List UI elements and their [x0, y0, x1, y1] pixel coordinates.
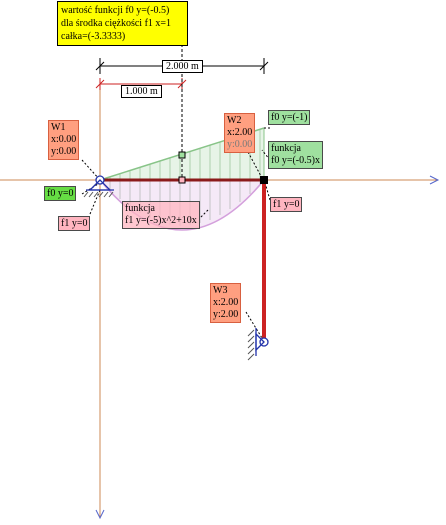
f0-centroid-marker[interactable] — [178, 151, 186, 159]
dimension-top-label: 2.000 m — [162, 60, 203, 73]
f1-function-expr: f1 y=(-5)x^2+10x — [125, 215, 197, 226]
info-line-centroid: dla środka ciężkości f1 x=1 — [61, 18, 172, 29]
f0-left-label: f0 y=0 — [44, 186, 77, 201]
node-w3-y: y:2.00 — [213, 309, 239, 320]
info-line-function-value: wartość funkcji f0 y=(-0.5) — [61, 5, 170, 16]
y-axis-arrow-icon — [95, 509, 105, 520]
joint-w2[interactable] — [260, 176, 268, 184]
node-w2-y: y:0.00 — [227, 139, 253, 150]
f1-function-label: funkcja f1 y=(-5)x^2+10x — [122, 201, 200, 229]
node-w2-label[interactable]: W2 x:2.00 y:0.00 — [224, 113, 256, 153]
info-line-integral: całka=(-3.3333) — [61, 31, 126, 42]
f1-function-title: funkcja — [125, 203, 155, 214]
node-w2-x: x:2.00 — [227, 127, 253, 138]
f0-function-label: funkcja f0 y=(-0.5)x — [268, 141, 323, 169]
node-w3-x: x:2.00 — [213, 297, 239, 308]
label-leaders — [81, 127, 271, 339]
node-w1-y: y:0.00 — [51, 146, 77, 157]
node-w1-label[interactable]: W1 x:0.00 y:0.00 — [48, 120, 80, 160]
pin-support-icon[interactable] — [83, 175, 114, 198]
dimension-inner-label: 1.000 m — [121, 85, 162, 98]
f0-function-expr: f0 y=(-0.5)x — [271, 155, 320, 166]
node-w1-x: x:0.00 — [51, 134, 77, 145]
integral-info-box: wartość funkcji f0 y=(-0.5) dla środka c… — [57, 1, 188, 46]
node-w3-name: W3 — [213, 285, 228, 296]
node-w1-name: W1 — [51, 122, 66, 133]
f1-centroid-marker[interactable] — [178, 176, 186, 184]
f0-function-title: funkcja — [271, 143, 301, 154]
f1-right-label: f1 y=0 — [270, 197, 303, 212]
node-w3-label[interactable]: W3 x:2.00 y:2.00 — [210, 283, 242, 323]
roller-support-icon[interactable] — [247, 328, 269, 361]
f0-top-right-label: f0 y=(-1) — [268, 110, 311, 125]
node-w2-name: W2 — [227, 115, 242, 126]
x-axis-arrow-icon — [429, 175, 440, 185]
f1-left-label: f1 y=0 — [58, 216, 91, 231]
